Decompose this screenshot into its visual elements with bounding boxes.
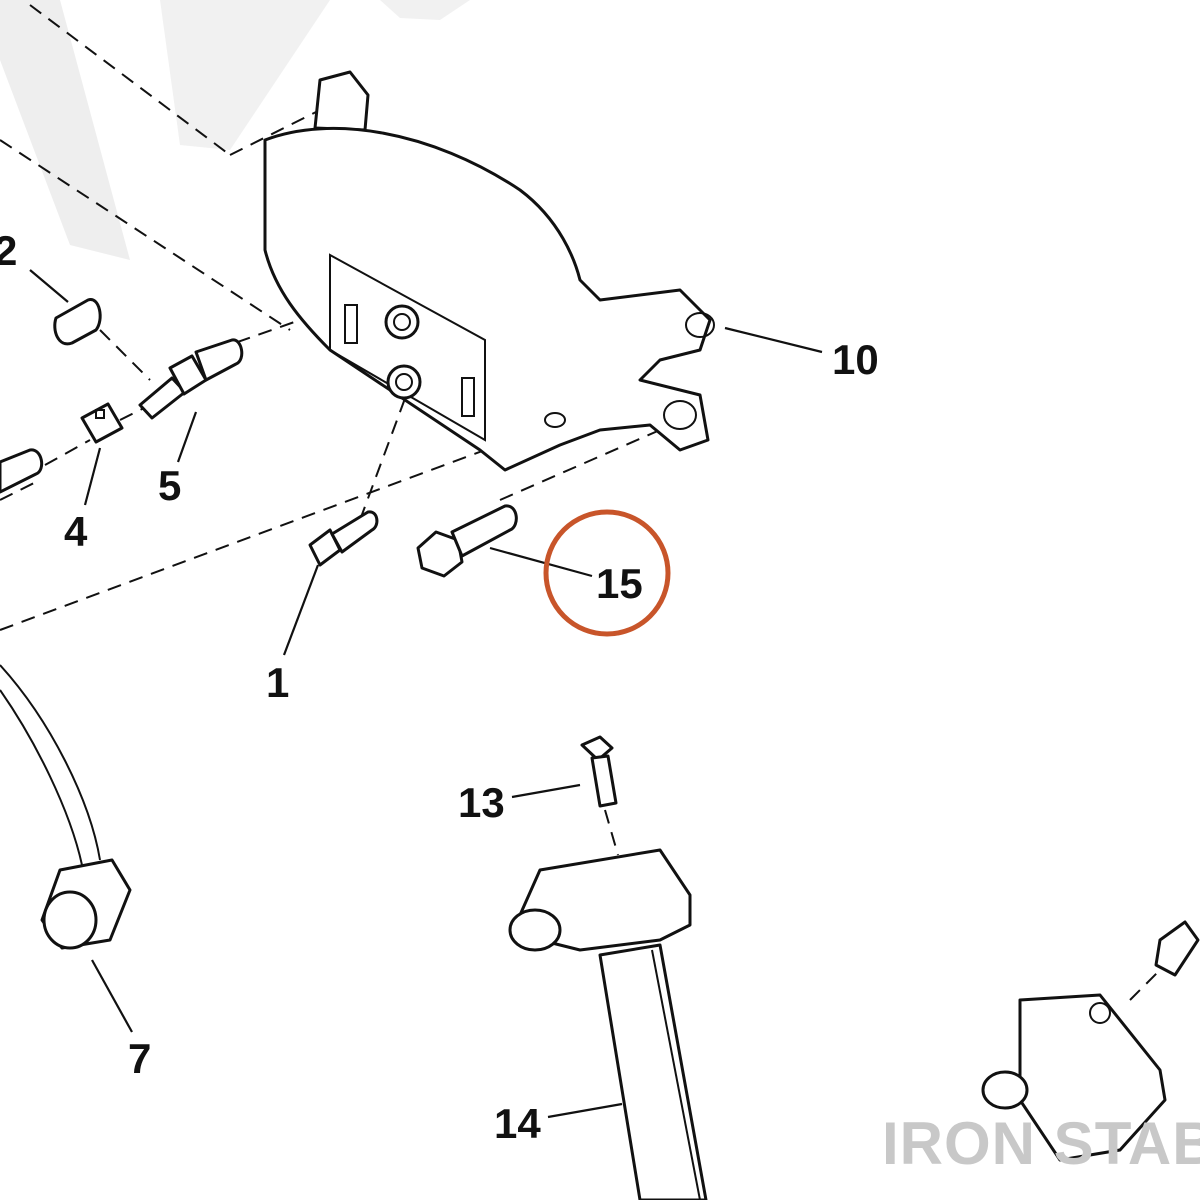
part-4-clamp: [80, 402, 124, 444]
part-14-ignition-coil: [508, 848, 708, 1200]
part-7-plug-wire: [0, 664, 132, 950]
callout-10: 10: [832, 336, 879, 383]
hose-segment: [0, 448, 44, 494]
callout-5: 5: [158, 462, 181, 509]
callout-1: 1: [266, 659, 289, 706]
part-15-bolt: [416, 504, 518, 578]
watermark-text: IRON STABLE: [882, 1110, 1200, 1177]
callout-14: 14: [494, 1100, 541, 1147]
part-10-bracket: [263, 70, 715, 472]
part-13-bolt: [580, 735, 618, 808]
part-5-fitting: [138, 338, 244, 420]
callout-7: 7: [128, 1035, 151, 1082]
highlight-circle: [543, 509, 671, 637]
leader-lines: [29, 269, 823, 1119]
part-2-cap: [53, 298, 102, 346]
callout-4: 4: [64, 508, 88, 555]
callout-13: 13: [458, 779, 505, 826]
background-swoosh: [0, 0, 470, 260]
alignment-lines: [0, 4, 1166, 1001]
callout-15: 15: [596, 560, 643, 607]
second-coil-assembly: [981, 920, 1200, 1162]
callout-2: 2: [0, 227, 17, 274]
part-1-bolt: [308, 510, 379, 567]
